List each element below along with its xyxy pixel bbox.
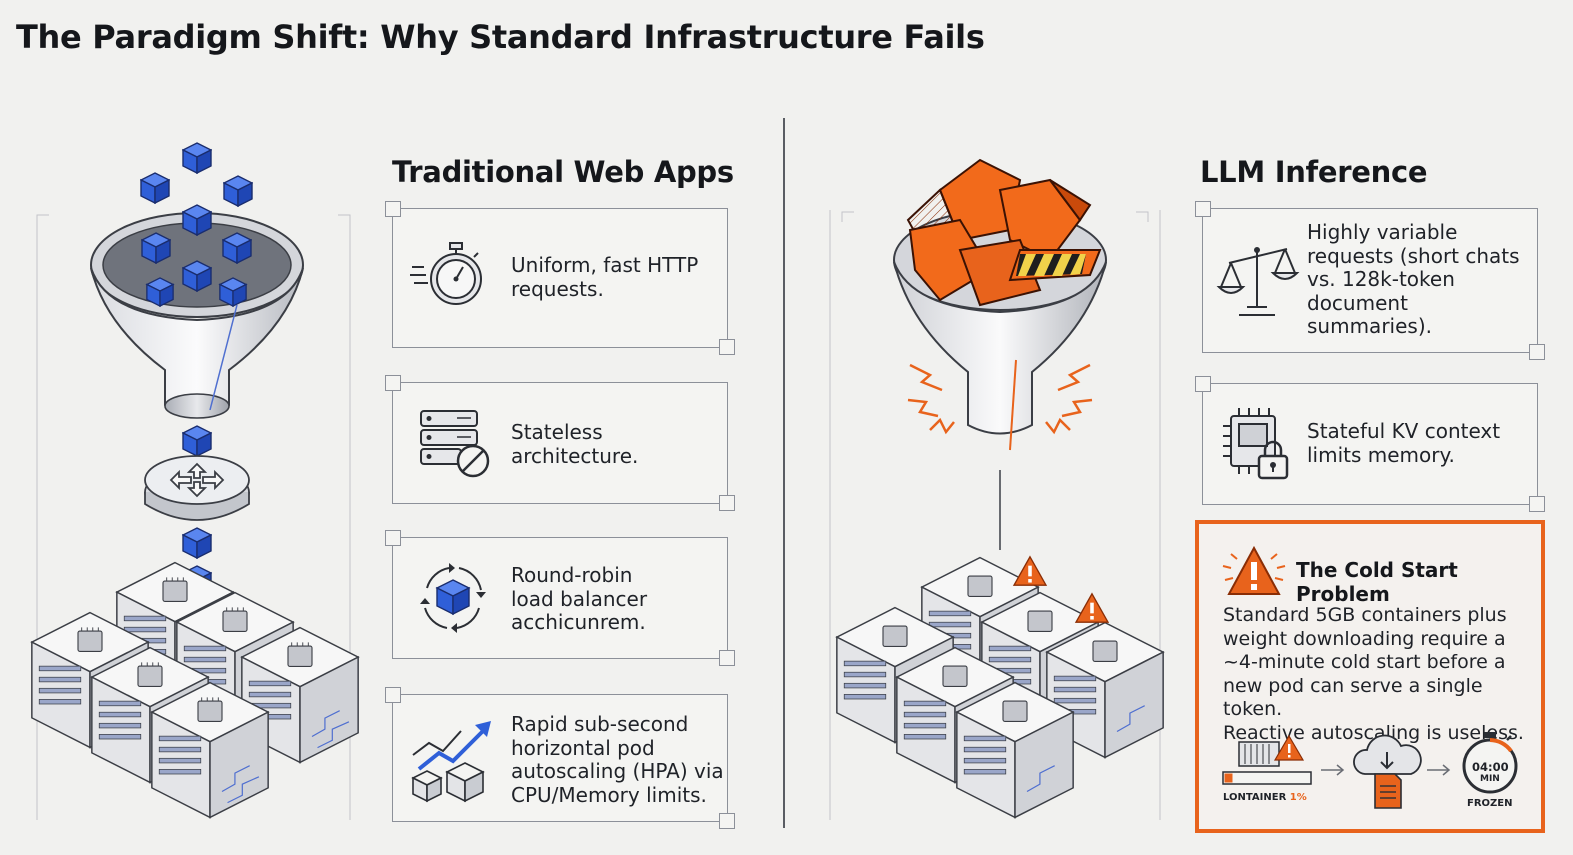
- llm-heading: LLM Inference: [1200, 155, 1428, 189]
- traditional-card-uniform-requests: Uniform, fast HTTP requests.: [385, 201, 735, 355]
- stopwatch-icon: [410, 242, 482, 305]
- cold-start-text: Standard 5GB containers plus weight down…: [1223, 604, 1524, 744]
- round-robin-icon: [420, 563, 486, 633]
- traditional-card-stateless: Stateless architecture.: [385, 375, 735, 511]
- cloud-download-icon: [1353, 734, 1422, 809]
- llm-illustration: [829, 158, 1164, 820]
- card-text: Stateless architecture.: [511, 420, 639, 468]
- llm-card-variable-requests: Highly variable requests (short chats vs…: [1195, 201, 1545, 360]
- locked-chip-icon: [1223, 408, 1289, 480]
- llm-card-stateful-kv: Stateful KV context limits memory.: [1195, 376, 1545, 512]
- balance-scale-icon: [1216, 247, 1300, 316]
- traditional-illustration: [31, 142, 359, 820]
- card-text: Round-robin load balancer acchicunrem.: [511, 563, 648, 634]
- timer-value: 04:00: [1472, 760, 1509, 774]
- arrow-right-icon: [1321, 764, 1345, 776]
- page-title: The Paradigm Shift: Why Standard Infrast…: [16, 18, 985, 56]
- cold-start-title: The Cold Start Problem: [1296, 558, 1458, 606]
- arrow-right-icon: [1427, 764, 1451, 776]
- card-text: Stateful KV context limits memory.: [1307, 419, 1501, 467]
- scaling-chart-icon: [411, 721, 491, 803]
- card-text: Rapid sub-second horizontal pod autoscal…: [511, 712, 724, 807]
- traditional-heading: Traditional Web Apps: [392, 155, 734, 189]
- traditional-card-autoscaling: Rapid sub-second horizontal pod autoscal…: [385, 687, 735, 829]
- stateless-server-icon: [420, 410, 490, 478]
- container-icon: [1222, 734, 1312, 785]
- traditional-card-round-robin: Round-robin load balancer acchicunrem.: [385, 530, 735, 666]
- section-divider: [783, 118, 785, 828]
- cold-start-card: The Cold Start Problem Standard 5GB cont…: [1195, 520, 1545, 833]
- container-label: LONTAINER 1%: [1223, 792, 1307, 803]
- timer-icon: [1462, 732, 1518, 794]
- card-text: Highly variable requests (short chats vs…: [1307, 220, 1520, 338]
- frozen-label: FROZEN: [1467, 798, 1513, 809]
- warning-icon: [1222, 545, 1286, 595]
- card-text: Uniform, fast HTTP requests.: [511, 253, 699, 301]
- timer-unit: MIN: [1480, 774, 1500, 784]
